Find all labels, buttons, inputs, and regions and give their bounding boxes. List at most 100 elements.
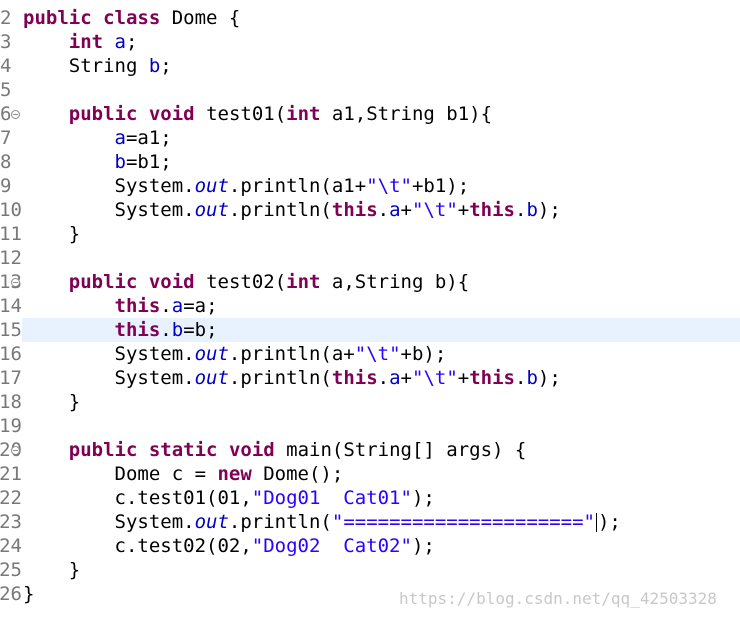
code-token: .println( (228, 367, 332, 389)
code-token: System. (23, 343, 195, 365)
code-line[interactable]: 3 int a; (0, 30, 740, 54)
code-token: public (68, 103, 138, 125)
code-line[interactable]: 6− public void test01(int a1,String b1){ (0, 102, 740, 126)
code-text[interactable]: this.b=b; (23, 318, 740, 342)
code-text[interactable]: System.out.println(a+"\t"+b); (23, 342, 740, 366)
code-token: "\t" (412, 199, 458, 221)
code-token: =b1; (125, 151, 172, 173)
code-token: +b1); (411, 175, 470, 197)
text-cursor (595, 513, 597, 532)
code-line[interactable]: 25 } (0, 558, 740, 582)
code-text[interactable]: } (23, 390, 740, 414)
code-token: c.test01(01, (23, 487, 252, 509)
line-number-text: 6 (0, 103, 12, 125)
code-token (103, 31, 114, 53)
code-token: } (23, 391, 81, 413)
code-token: . (377, 367, 390, 389)
code-text[interactable]: c.test02(02,"Dog02 Cat02"); (23, 534, 740, 558)
line-number-text: 23 (0, 511, 22, 533)
code-line[interactable]: 11 } (0, 222, 740, 246)
code-text[interactable]: } (23, 222, 740, 246)
code-token: this (469, 199, 515, 221)
code-text[interactable]: } (23, 582, 740, 606)
code-text[interactable] (23, 414, 740, 438)
line-number: 19 (0, 414, 22, 438)
code-line[interactable]: 26} (0, 582, 740, 606)
fold-toggle-icon[interactable]: − (11, 446, 20, 455)
code-token: "\t" (354, 343, 401, 365)
code-line[interactable]: 8 b=b1; (0, 150, 740, 174)
code-token: test02( (194, 271, 287, 293)
code-line[interactable]: 21 Dome c = new Dome(); (0, 462, 740, 486)
code-line[interactable]: 5 (0, 78, 740, 102)
code-line[interactable]: 24 c.test02(02,"Dog02 Cat02"); (0, 534, 740, 558)
code-token: "Dog02 Cat02" (251, 535, 412, 557)
code-token: out (194, 367, 229, 389)
code-token: ); (537, 367, 561, 389)
code-token: ); (597, 511, 621, 533)
code-line[interactable]: 23 System.out.println("=================… (0, 510, 740, 534)
code-line[interactable]: 14 this.a=a; (0, 294, 740, 318)
code-token: this (114, 295, 161, 317)
code-text[interactable]: System.out.println(this.a+"\t"+this.b); (23, 366, 740, 390)
code-line[interactable]: 10 System.out.println(this.a+"\t"+this.b… (0, 198, 740, 222)
line-number-text: 4 (0, 55, 12, 77)
code-token: "\t" (412, 367, 458, 389)
code-line[interactable]: 22 c.test01(01,"Dog01 Cat01"); (0, 486, 740, 510)
code-text[interactable]: b=b1; (23, 150, 740, 174)
code-text[interactable]: } (23, 558, 740, 582)
code-text[interactable]: System.out.println(a1+"\t"+b1); (23, 174, 740, 198)
code-token: System. (23, 175, 195, 197)
code-text[interactable]: a=a1; (23, 126, 740, 150)
code-line[interactable]: 13− public void test02(int a,String b){ (0, 270, 740, 294)
code-line[interactable]: 18 } (0, 390, 740, 414)
code-text[interactable]: public static void main(String[] args) { (23, 438, 740, 462)
code-token: =a; (183, 295, 218, 317)
code-text[interactable]: this.a=a; (23, 294, 740, 318)
code-text[interactable] (23, 246, 740, 270)
current-code-line[interactable]: 15 this.b=b; (0, 318, 740, 342)
code-text[interactable] (23, 78, 740, 102)
code-line[interactable]: 19 (0, 414, 740, 438)
code-token: b (526, 199, 538, 221)
line-number-text: 7 (0, 127, 12, 149)
code-line[interactable]: 17 System.out.println(this.a+"\t"+this.b… (0, 366, 740, 390)
line-number-text: 14 (0, 295, 22, 317)
fold-toggle-icon[interactable]: − (11, 278, 20, 287)
fold-toggle-icon[interactable]: − (11, 110, 20, 119)
code-text[interactable]: public void test02(int a,String b){ (23, 270, 740, 294)
code-token: ; (126, 31, 138, 53)
code-text[interactable]: public void test01(int a1,String b1){ (23, 102, 740, 126)
code-text[interactable]: System.out.println("====================… (23, 510, 740, 534)
watermark-text: https://blog.csdn.net/qq_42503328 (399, 589, 717, 608)
line-number: 16 (0, 342, 22, 366)
code-text[interactable]: public class Dome { (23, 6, 740, 30)
code-text[interactable]: int a; (23, 30, 740, 54)
line-number-text: 3 (0, 31, 12, 53)
code-token: a (114, 31, 126, 53)
line-number-text: 19 (0, 415, 22, 437)
line-number-text: 8 (0, 151, 12, 173)
code-token (23, 31, 69, 53)
code-token (23, 151, 115, 173)
code-token: c.test02(02, (23, 535, 252, 557)
code-text[interactable]: String b; (23, 54, 740, 78)
line-number: 21 (0, 462, 22, 486)
line-number: 5 (0, 78, 22, 102)
code-text[interactable]: Dome c = new Dome(); (23, 462, 740, 486)
code-text[interactable]: c.test01(01,"Dog01 Cat01"); (23, 486, 740, 510)
code-line[interactable]: 12 (0, 246, 740, 270)
code-text[interactable]: System.out.println(this.a+"\t"+this.b); (23, 198, 740, 222)
code-token: .println( (228, 511, 332, 533)
code-line[interactable]: 4 String b; (0, 54, 740, 78)
code-token (23, 439, 69, 461)
line-number-text: 10 (0, 199, 22, 221)
code-line[interactable]: 20− public static void main(String[] arg… (0, 438, 740, 462)
code-line[interactable]: 7 a=a1; (0, 126, 740, 150)
code-line[interactable]: 9 System.out.println(a1+"\t"+b1); (0, 174, 740, 198)
code-line[interactable]: 16 System.out.println(a+"\t"+b); (0, 342, 740, 366)
code-token: + (457, 367, 470, 389)
code-token: this (114, 319, 161, 341)
